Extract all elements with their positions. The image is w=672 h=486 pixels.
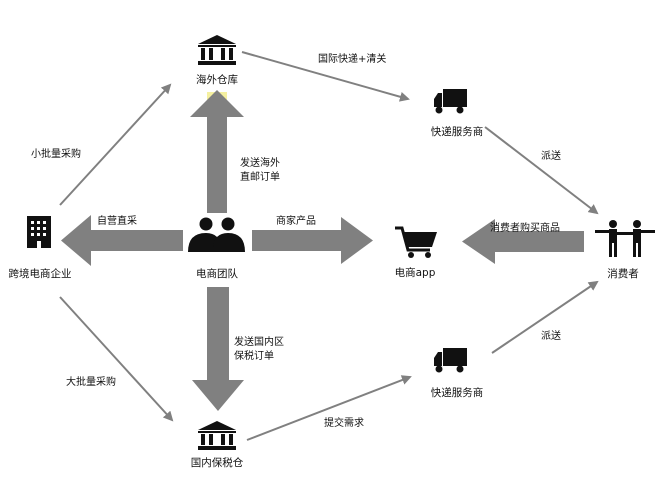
arrow-bonded-to-courier-bottom xyxy=(246,375,412,441)
arrow-enterprise-to-bonded xyxy=(59,296,174,422)
team-icon xyxy=(188,217,245,252)
edge-label-send-overseas-1: 发送海外 xyxy=(240,156,280,169)
bank-icon xyxy=(198,35,236,65)
bank-icon xyxy=(198,421,236,450)
edge-label-consumer-buys: 消费者购买商品 xyxy=(490,221,560,234)
edge-label-bulk-purchase: 大批量采购 xyxy=(66,375,116,388)
overseas-warehouse-label: 海外仓库 xyxy=(196,73,238,86)
edge-label-self-direct-purchase: 自营直采 xyxy=(97,214,137,227)
block-arrow-to-ecommerce-app xyxy=(252,217,373,264)
arrow-courier-bottom-to-consumer xyxy=(491,280,599,354)
courier-top-label: 快递服务商 xyxy=(431,125,484,138)
arrow-warehouse-to-courier-top xyxy=(241,51,410,102)
edge-label-dispatch-top: 派送 xyxy=(541,149,561,162)
block-arrow-to-cross-border-enterprise xyxy=(61,215,183,266)
arrow-courier-top-to-consumer xyxy=(484,126,599,215)
edge-label-small-batch-purchase: 小批量采购 xyxy=(31,147,81,160)
edge-label-send-domestic-2: 保税订单 xyxy=(234,349,274,362)
edge-label-send-overseas-2: 直邮订单 xyxy=(240,170,280,183)
block-arrow-to-overseas-warehouse xyxy=(190,90,244,213)
block-arrow-consumer-to-app xyxy=(462,219,584,264)
edge-label-send-domestic-1: 发送国内区 xyxy=(234,335,284,348)
edge-label-submit-request: 提交需求 xyxy=(324,416,364,429)
edge-label-merchant-products: 商家产品 xyxy=(276,214,316,227)
edge-label-intl-express-customs: 国际快递+清关 xyxy=(318,52,386,65)
shopping-cart-icon xyxy=(395,226,437,258)
edge-label-dispatch-bottom: 派送 xyxy=(541,329,561,342)
cross-border-enterprise-label: 跨境电商企业 xyxy=(9,267,72,280)
ecommerce-team-label: 电商团队 xyxy=(196,267,238,280)
domestic-bonded-warehouse-label: 国内保税仓 xyxy=(191,456,244,469)
block-arrow-to-domestic-bonded xyxy=(192,287,244,411)
arrow-enterprise-to-warehouse xyxy=(59,83,172,206)
ecommerce-app-label: 电商app xyxy=(395,266,436,279)
truck-icon xyxy=(434,348,467,373)
courier-bottom-label: 快递服务商 xyxy=(431,386,484,399)
consumers-icon xyxy=(595,220,655,257)
truck-icon xyxy=(434,89,467,114)
office-building-icon xyxy=(27,216,51,248)
consumer-label: 消费者 xyxy=(607,267,639,280)
